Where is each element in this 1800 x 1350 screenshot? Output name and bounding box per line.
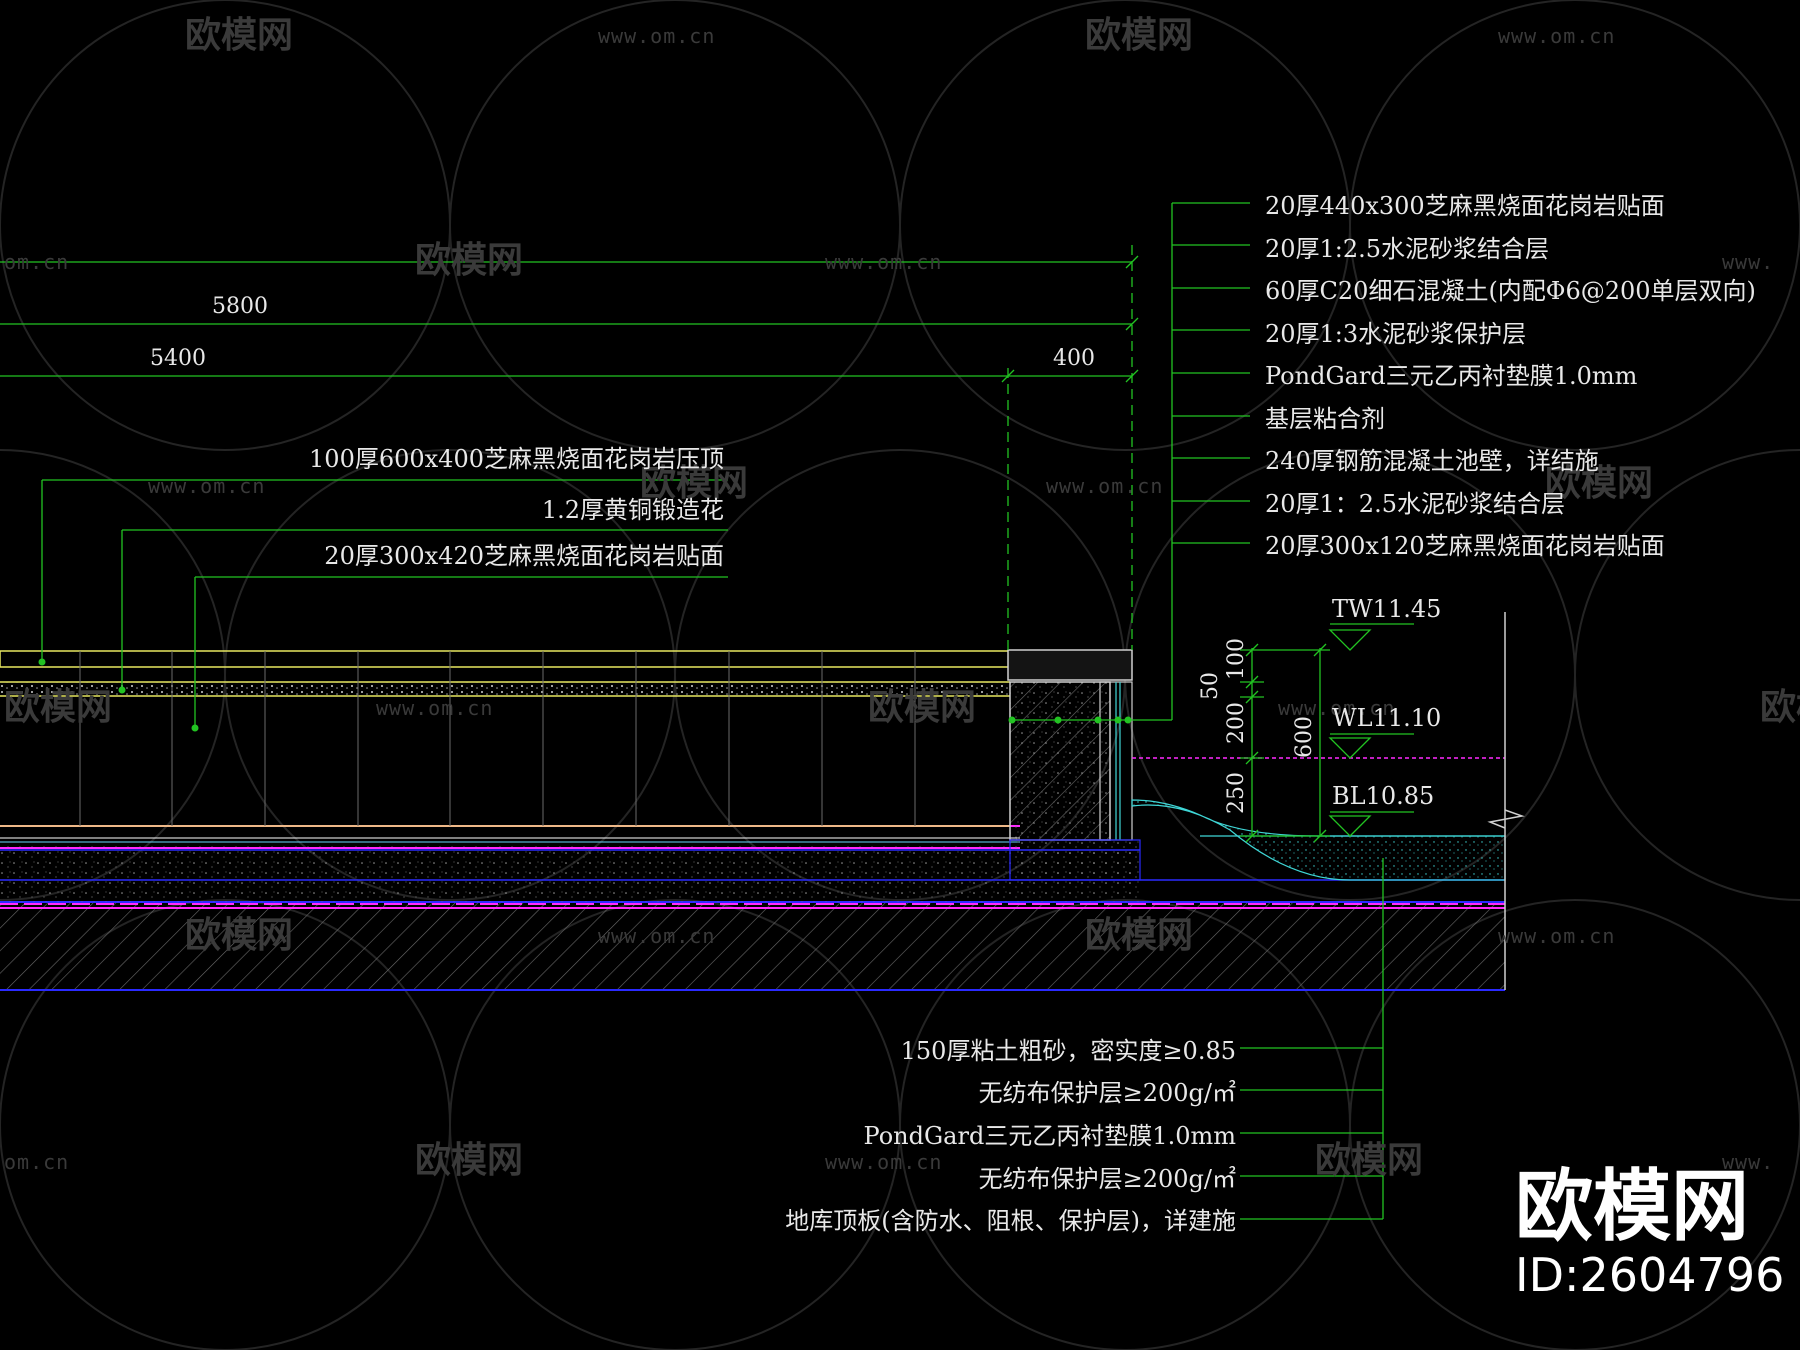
watermark-url: www.om.cn xyxy=(598,24,716,48)
watermark-logo: 欧模网 xyxy=(185,915,294,956)
watermark-logo: 欧模网 xyxy=(415,1140,524,1181)
watermark-url: om.cn xyxy=(4,1150,70,1174)
right-note: 20厚1：2.5水泥砂浆结合层 xyxy=(1265,490,1565,518)
vertical-dimensions xyxy=(1240,643,1330,843)
watermark-logo: 欧模网 xyxy=(1760,687,1800,728)
left-leaders xyxy=(41,479,728,728)
right-note: 20厚1:2.5水泥砂浆结合层 xyxy=(1265,235,1550,263)
dimension-edge: 400 xyxy=(1053,346,1095,371)
watermark-logo: 欧模网 xyxy=(185,15,294,56)
pond-wall xyxy=(1007,649,1141,881)
watermark-url: www. xyxy=(1722,1150,1775,1174)
watermark-url: www.om.cn xyxy=(1498,924,1616,948)
watermark-url: www.om.cn xyxy=(825,250,943,274)
elevation-water-level: WL11.10 xyxy=(1332,704,1442,732)
brand-id: ID:2604796 xyxy=(1515,1248,1785,1302)
watermark-url: www.om.cn xyxy=(1046,474,1164,498)
brand-logo-text: 欧模网 xyxy=(1515,1162,1750,1252)
right-leaders xyxy=(1010,202,1250,721)
watermark-url: www.om.cn xyxy=(148,474,266,498)
right-note: 60厚C20细石混凝土(内配Φ6@200单层双向) xyxy=(1265,277,1756,305)
left-note: 1.2厚黄铜锻造花 xyxy=(541,496,724,524)
watermark-url: www.om.cn xyxy=(825,1150,943,1174)
watermark-logo: 欧模网 xyxy=(868,687,977,728)
left-note: 20厚300x420芝麻黑烧面花岗岩贴面 xyxy=(324,542,724,570)
watermark-logo: 欧模网 xyxy=(1085,15,1194,56)
right-note: 20厚300x120芝麻黑烧面花岗岩贴面 xyxy=(1265,532,1665,560)
bottom-note: PondGard三元乙丙衬垫膜1.0mm xyxy=(863,1122,1236,1150)
planter-box xyxy=(0,650,1011,827)
left-note: 100厚600x400芝麻黑烧面花岗岩压顶 xyxy=(309,445,724,473)
vertical-dimension: 200 xyxy=(1224,702,1249,744)
right-note: 20厚440x300芝麻黑烧面花岗岩贴面 xyxy=(1265,192,1665,220)
bottom-note: 150厚粘土粗砂，密实度≥0.85 xyxy=(900,1037,1236,1065)
vertical-dimension: 250 xyxy=(1224,772,1249,814)
vertical-dimension: 600 xyxy=(1292,716,1317,758)
left-leader-dots xyxy=(38,658,199,732)
right-note: 20厚1:3水泥砂浆保护层 xyxy=(1265,320,1527,348)
watermark-url: www.om.cn xyxy=(376,696,494,720)
watermark-logo: 欧模网 xyxy=(1315,1140,1424,1181)
bottom-note: 无纺布保护层≥200g/㎡ xyxy=(978,1079,1236,1107)
right-note: 基层粘合剂 xyxy=(1265,405,1385,433)
watermark-url: www.om.cn xyxy=(598,924,716,948)
bottom-note: 地库顶板(含防水、阻根、保护层)，详建施 xyxy=(785,1207,1236,1235)
watermark-url: www.om.cn xyxy=(1498,24,1616,48)
bottom-leaders xyxy=(1240,858,1384,1220)
basement-roof-slab xyxy=(0,901,1505,991)
elevation-markers xyxy=(1328,623,1414,837)
dimension-lines xyxy=(0,245,1139,650)
watermark-logo: 欧模网 xyxy=(415,240,524,281)
elevation-top-of-wall: TW11.45 xyxy=(1332,595,1442,623)
elevation-bottom-level: BL10.85 xyxy=(1332,782,1435,810)
dimension-total: 5800 xyxy=(212,294,268,319)
dimension-inner: 5400 xyxy=(150,346,206,371)
right-leader-dots xyxy=(1008,716,1132,724)
right-note: PondGard三元乙丙衬垫膜1.0mm xyxy=(1265,362,1638,390)
vertical-dimension: 50 xyxy=(1198,672,1223,700)
pond xyxy=(1131,612,1525,990)
watermark-url: www.om.cn xyxy=(1278,696,1396,720)
watermark-logo: 欧模网 xyxy=(4,687,113,728)
bottom-note: 无纺布保护层≥200g/㎡ xyxy=(978,1165,1236,1193)
vertical-dimension: 100 xyxy=(1224,638,1249,680)
right-note: 240厚钢筋混凝土池壁，详结施 xyxy=(1265,447,1599,475)
watermark-url: om.cn xyxy=(4,250,70,274)
watermark-url: www. xyxy=(1722,250,1775,274)
watermark-logo: 欧模网 xyxy=(1545,463,1654,504)
watermark-logo: 欧模网 xyxy=(640,463,749,504)
watermark-logo: 欧模网 xyxy=(1085,915,1194,956)
base-layers xyxy=(0,825,1505,902)
